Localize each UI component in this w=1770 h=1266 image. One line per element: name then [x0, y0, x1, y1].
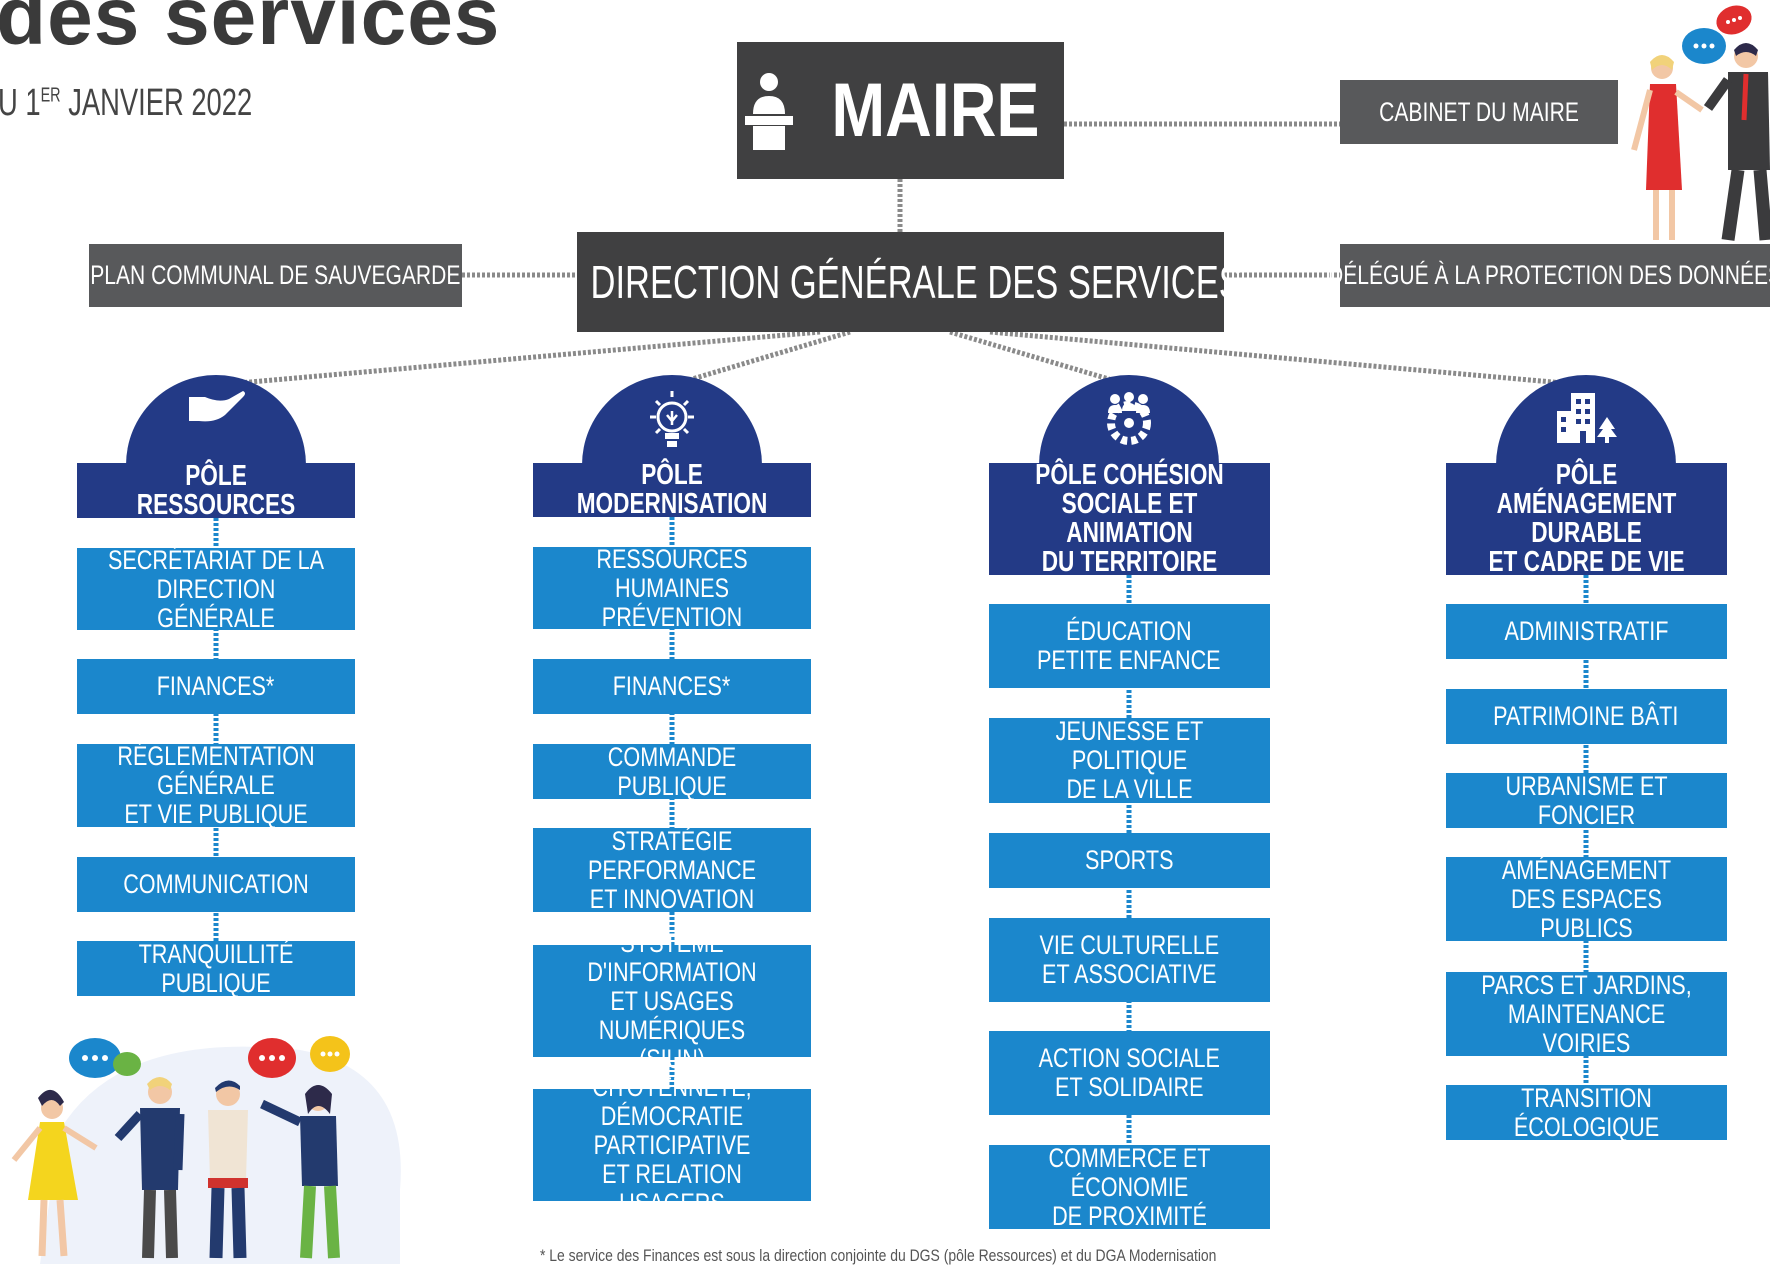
speech-bubble-icon [69, 1036, 350, 1078]
service-label: ADMINISTRATIF [1504, 616, 1668, 646]
service-box: ACTION SOCIALE ET SOLIDAIRE [988, 1031, 1270, 1115]
connector-chain [989, 329, 1587, 388]
cabinet-label: CABINET DU MAIRE [1379, 96, 1579, 127]
dgs-label: DIRECTION GÉNÉRALE DES SERVICES [590, 256, 1243, 308]
service-box: RESSOURCES HUMAINES PRÉVENTION [533, 543, 811, 632]
service-label: RESSOURCES HUMAINES PRÉVENTION [596, 543, 748, 632]
people-talking-illustration [1631, 5, 1770, 241]
service-label: VIE CULTURELLE ET ASSOCIATIVE [1039, 930, 1219, 989]
service-box: PATRIMOINE BÂTI [1445, 689, 1727, 744]
hand-icon [185, 389, 247, 434]
service-label: ACTION SOCIALE ET SOLIDAIRE [1038, 1043, 1220, 1102]
service-label: CITOYENNETÉ, DÉMOCRATIE PARTICIPATIVE ET… [592, 1071, 752, 1218]
connector-chain [949, 329, 1130, 388]
service-box: ADMINISTRATIF [1445, 604, 1727, 659]
service-label: JEUNESSE ET POLITIQUE DE LA VILLE [1055, 716, 1203, 804]
service-box: VIE CULTURELLE ET ASSOCIATIVE [988, 918, 1270, 1002]
service-box: AMÉNAGEMENT DES ESPACES PUBLICS [1445, 854, 1727, 943]
pole-title: PÔLE MODERNISATION [533, 459, 811, 520]
service-label: ÉDUCATION PETITE ENFANCE [1037, 616, 1221, 675]
service-box: SECRÉTARIAT DE LA DIRECTION GÉNÉRALE [77, 544, 355, 633]
dgs-box: DIRECTION GÉNÉRALE DES SERVICES [577, 232, 1242, 332]
service-label: SECRÉTARIAT DE LA DIRECTION GÉNÉRALE [107, 544, 325, 633]
service-box: PARCS ET JARDINS, MAINTENANCE VOIRIES [1445, 969, 1727, 1058]
service-box: COMMUNICATION [77, 857, 355, 912]
maire-box: MAIRE [737, 42, 1064, 179]
people-discussion-illustration [11, 1036, 401, 1264]
service-box: STRATÉGIE PERFORMANCE ET INNOVATION [533, 825, 811, 914]
pole-title-label: PÔLE MODERNISATION [576, 459, 768, 520]
cabinet-box: CABINET DU MAIRE [1340, 80, 1618, 144]
service-box: TRANSITION ÉCOLOGIQUE [1445, 1082, 1727, 1142]
service-box: TRANQUILLITÉ PUBLIQUE [77, 938, 355, 998]
maire-label: MAIRE [831, 68, 1040, 153]
plan-communal-label: PLAN COMMUNAL DE SAUVEGARDE [90, 260, 461, 290]
service-box: JEUNESSE ET POLITIQUE DE LA VILLE [988, 716, 1270, 804]
service-box: URBANISME ET FONCIER [1445, 770, 1727, 830]
speech-bubble-icon [1682, 5, 1752, 64]
pole-title-label: PÔLE AMÉNAGEMENT DURABLE ET CADRE DE VIE [1487, 459, 1685, 578]
service-label: SYSTÈME D'INFORMATION ET USAGES NUMÉRIQU… [587, 927, 757, 1074]
service-label: TRANSITION ÉCOLOGIQUE [1513, 1082, 1659, 1142]
service-label: COMMERCE ET ÉCONOMIE DE PROXIMITÉ [1048, 1142, 1210, 1231]
connector-chain [215, 329, 821, 388]
service-label: URBANISME ET FONCIER [1504, 770, 1668, 830]
lightbulb-icon [645, 389, 699, 460]
service-label: TRANQUILLITÉ PUBLIQUE [138, 938, 294, 998]
service-box: FINANCES* [533, 659, 811, 714]
service-label: COMMANDE PUBLIQUE [607, 741, 737, 801]
pole-title-label: PÔLE COHÉSION SOCIALE ET ANIMATION DU TE… [1034, 459, 1224, 578]
service-label: SPORTS [1084, 845, 1174, 875]
service-label: AMÉNAGEMENT DES ESPACES PUBLICS [1501, 854, 1671, 943]
pole-title: PÔLE COHÉSION SOCIALE ET ANIMATION DU TE… [988, 459, 1270, 578]
service-label: COMMUNICATION [123, 869, 309, 899]
page-subtitle: U 1ER JANVIER 2022 [0, 82, 253, 124]
service-box: SYSTÈME D'INFORMATION ET USAGES NUMÉRIQU… [533, 928, 811, 1073]
service-box: COMMANDE PUBLIQUE [533, 741, 811, 801]
service-label: PATRIMOINE BÂTI [1493, 701, 1679, 731]
service-label: FINANCES* [613, 671, 731, 701]
service-box: ÉDUCATION PETITE ENFANCE [988, 604, 1270, 688]
service-label: STRATÉGIE PERFORMANCE ET INNOVATION [587, 825, 756, 914]
service-label: PARCS ET JARDINS, MAINTENANCE VOIRIES [1480, 969, 1692, 1058]
pole-title: PÔLE RESSOURCES [77, 459, 355, 521]
service-label: RÉGLEMENTATION GÉNÉRALE ET VIE PUBLIQUE [117, 741, 315, 829]
connector-chain [671, 329, 851, 388]
delegue-label: DÉLÉGUÉ À LA PROTECTION DES DONNÉES [1327, 260, 1770, 290]
footnote: * Le service des Finances est sous la di… [540, 1246, 1217, 1265]
delegue-box: DÉLÉGUÉ À LA PROTECTION DES DONNÉES [1328, 244, 1770, 307]
service-box: SPORTS [988, 833, 1270, 888]
page-title: des services [0, 0, 501, 62]
plan-communal-box: PLAN COMMUNAL DE SAUVEGARDE [89, 244, 462, 307]
pole-title-label: PÔLE RESSOURCES [136, 459, 296, 521]
service-box: CITOYENNETÉ, DÉMOCRATIE PARTICIPATIVE ET… [533, 1072, 811, 1217]
people-gear-icon [1100, 389, 1158, 452]
service-box: RÉGLEMENTATION GÉNÉRALE ET VIE PUBLIQUE [77, 741, 355, 829]
pole-title: PÔLE AMÉNAGEMENT DURABLE ET CADRE DE VIE [1445, 459, 1727, 578]
service-box: COMMERCE ET ÉCONOMIE DE PROXIMITÉ [988, 1142, 1270, 1231]
service-box: FINANCES* [77, 659, 355, 714]
service-label: FINANCES* [157, 671, 275, 701]
building-tree-icon [1555, 389, 1617, 450]
mayor-podium-icon [745, 72, 794, 150]
